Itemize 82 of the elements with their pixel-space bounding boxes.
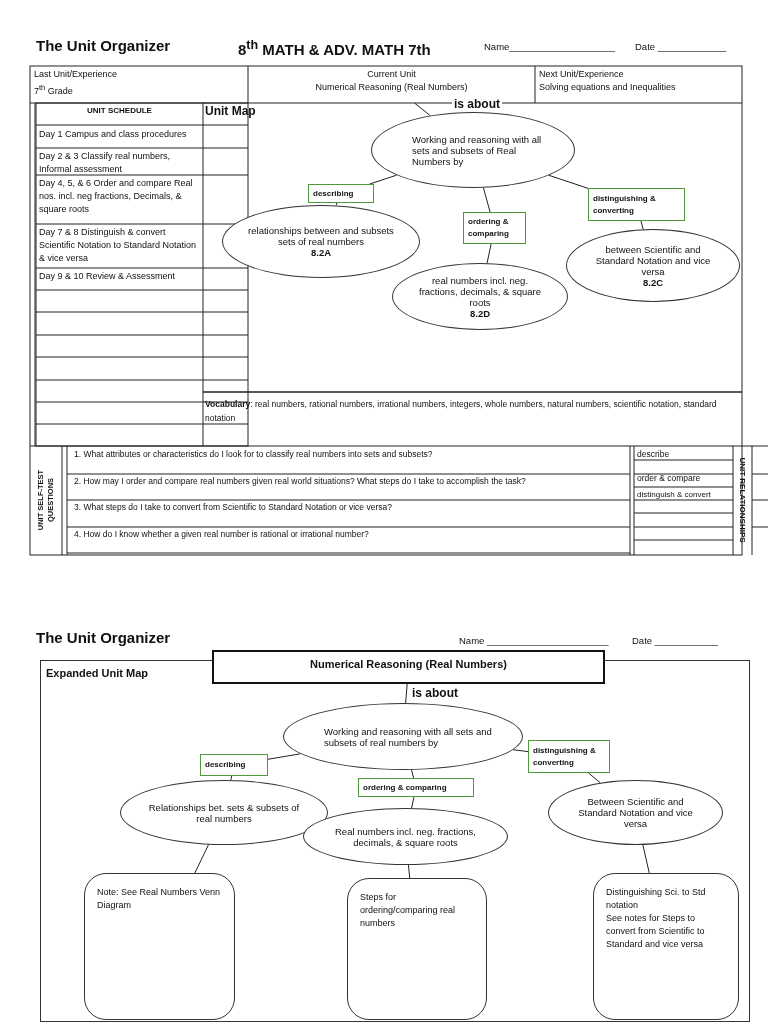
linking-word-box [358,778,474,797]
note-box [84,873,235,1020]
note-text: Distinguishing Sci. to Std notation [606,886,707,912]
schedule-entry: Day 1 Campus and class procedures [39,128,188,141]
connector-line [411,796,415,809]
standard-code: 8.2D [469,307,491,319]
section-heading: UNIT RELATIONSHIPS [737,456,747,545]
schedule-entry: Day 4, 5, & 6 Order and compare Real nos. incl. neg fractions, Decimals, & square roots [39,177,194,216]
connector-line [405,683,408,704]
cell-heading: Last Unit/Experience [34,68,118,81]
connector-line [414,102,431,116]
linking-word: describing [313,187,354,200]
edge-label: is about [410,686,460,700]
connector-line [486,243,492,264]
linking-word-box [308,184,374,203]
cell-text: Solving equations and Inequalities [539,81,676,94]
linking-word-box [588,188,685,221]
schedule-entry: Day 7 & 8 Distinguish & convert Scientific Notation to Standard Notation & vice versa [39,226,198,265]
cell-heading: Next Unit/Experience [539,68,624,81]
relationship-term: describe [637,448,671,461]
linking-word: distinguishing & converting [533,744,597,769]
date-fill-in-line: Date ____________ [632,634,720,647]
connector-line [411,769,415,779]
page-title: The Unit Organizer [36,629,172,647]
connector-line [640,220,644,230]
oval-text: between Scientific and Standard Notation and vice versa [594,243,712,277]
oval-text: relationships between and subsets sets of real numbers [247,225,395,247]
note-box [347,878,487,1020]
linking-word: ordering & comparing [468,216,510,240]
linking-word: describing [205,759,246,771]
linking-word-box [528,740,610,773]
connector-line [230,775,233,781]
oval-text: Relationships bet. sets & subsets of real numbers [147,801,301,824]
vocabulary-text: Vocabulary: real numbers, rational numbers, irrational numbers, integers, whole numbers, natural numbers, scientific notation, standard notation [205,398,718,425]
oval-text: Working and reasoning with all sets and subsets of real numbers by [324,725,493,748]
unit-title: Numerical Reasoning (Real Numbers) [310,658,507,670]
section-heading: Unit Map [205,104,257,118]
relationship-term: distinguish & convert [637,489,712,501]
cell-text: Numerical Reasoning (Real Numbers) [315,81,468,94]
schedule-entry: Day 2 & 3 Classify real numbers, Informal assessment [39,150,172,176]
connector-line [512,749,529,753]
note-box [593,873,739,1020]
question-text: 1. What attributes or characteristics do I look for to classify real numbers into sets and subsets? [74,448,434,461]
linking-word-box [200,754,268,776]
note-text: Steps for ordering/comparing real numbers [360,891,457,930]
standard-code: 8.2C [642,276,664,288]
connector-line [335,202,338,206]
column-header: UNIT SCHEDULE [86,105,153,117]
name-fill-in-line: Name _______________________ [459,634,610,647]
note-text: See notes for Steps to convert from Scientific to Standard and vice versa [606,912,706,951]
cell-heading: Current Unit [367,68,416,81]
page-title: The Unit Organizer [36,37,172,55]
oval-text: Between Scientific and Standard Notation and vice versa [577,796,694,829]
connector-line [548,174,589,189]
map-frame [40,660,750,1022]
linking-word-box [463,212,526,244]
connector-line [267,753,301,760]
date-fill-in-line: Date _____________ [635,40,728,53]
connector-line [369,174,398,185]
connector-line [482,187,491,213]
oval-text: Working and reasoning with all sets and subsets of Real Numbers by [412,133,543,167]
connector-line [407,864,411,879]
edge-label: is about [452,97,502,111]
oval-text: real numbers incl. neg. fractions, decimals, & square roots [418,274,542,308]
schedule-entry: Day 9 & 10 Review & Assessment [39,270,177,283]
unit-title-box [212,650,605,684]
subtitle: 8$^{th}$ MATH & ADV. MATH 7th [238,37,432,59]
connector-line [194,844,210,874]
cell-text: 7$^{th}$ Grade [34,82,73,98]
standard-code: 8.2A [310,247,332,258]
relationship-term: order & compare [637,472,702,485]
oval-text: Real numbers incl. neg. fractions, decimals, & square roots [334,825,477,848]
linking-word: distinguishing & converting [593,192,657,217]
name-fill-in-line: Name____________________ [484,40,616,53]
linking-word: ordering & comparing [363,781,447,794]
connector-line [642,844,650,874]
question-text: 2. How may I order and compare real numbers given real world situations? What steps do I take to accomplish the task? [74,475,527,488]
note-text: Note: See Real Numbers Venn Diagram [97,886,222,912]
connector-line [588,772,601,784]
question-text: 3. What steps do I take to convert from Scientific to Standard Notation or vice versa? [74,501,393,514]
question-text: 4. How do I know whether a given real number is rational or irrational number? [74,528,370,541]
map-heading: Expanded Unit Map [46,667,149,679]
